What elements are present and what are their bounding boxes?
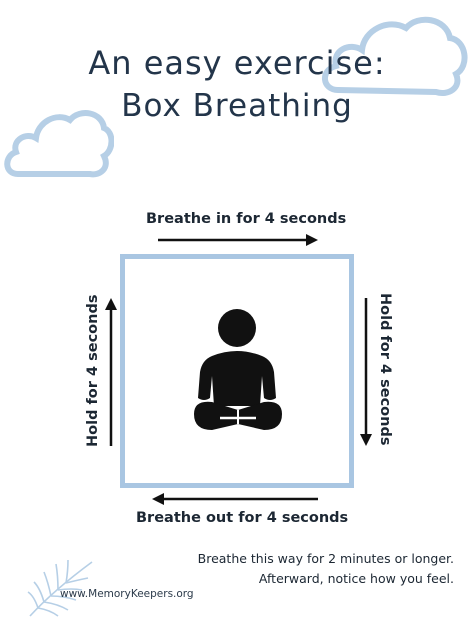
page-title-line-1: An easy exercise: (88, 44, 386, 82)
page-title-line-2: Box Breathing (121, 88, 353, 124)
meditating-person-icon (194, 309, 282, 430)
footer-text: Breathe this way for 2 minutes or longer… (198, 549, 454, 589)
footer-line-1: Breathe this way for 2 minutes or longer… (197, 551, 454, 566)
cloud-icon-top-right (322, 16, 468, 96)
bottom-side-label: Breathe out for 4 seconds (136, 510, 349, 526)
arrow-left-icon (152, 493, 318, 505)
top-side-label: Breathe in for 4 seconds (146, 211, 347, 227)
breathing-box (120, 254, 354, 488)
footer-line-2: Afterward, notice how you feel. (258, 571, 454, 586)
site-url: www.MemoryKeepers.org (60, 588, 194, 600)
left-side-label: Hold for 4 seconds (85, 294, 101, 447)
arrow-right-icon (158, 234, 318, 246)
arrow-up-icon (105, 298, 117, 446)
arrow-down-icon (360, 298, 372, 446)
right-side-label: Hold for 4 seconds (377, 293, 393, 446)
palm-leaf-icon (27, 559, 93, 617)
cloud-icon-left (4, 110, 114, 178)
